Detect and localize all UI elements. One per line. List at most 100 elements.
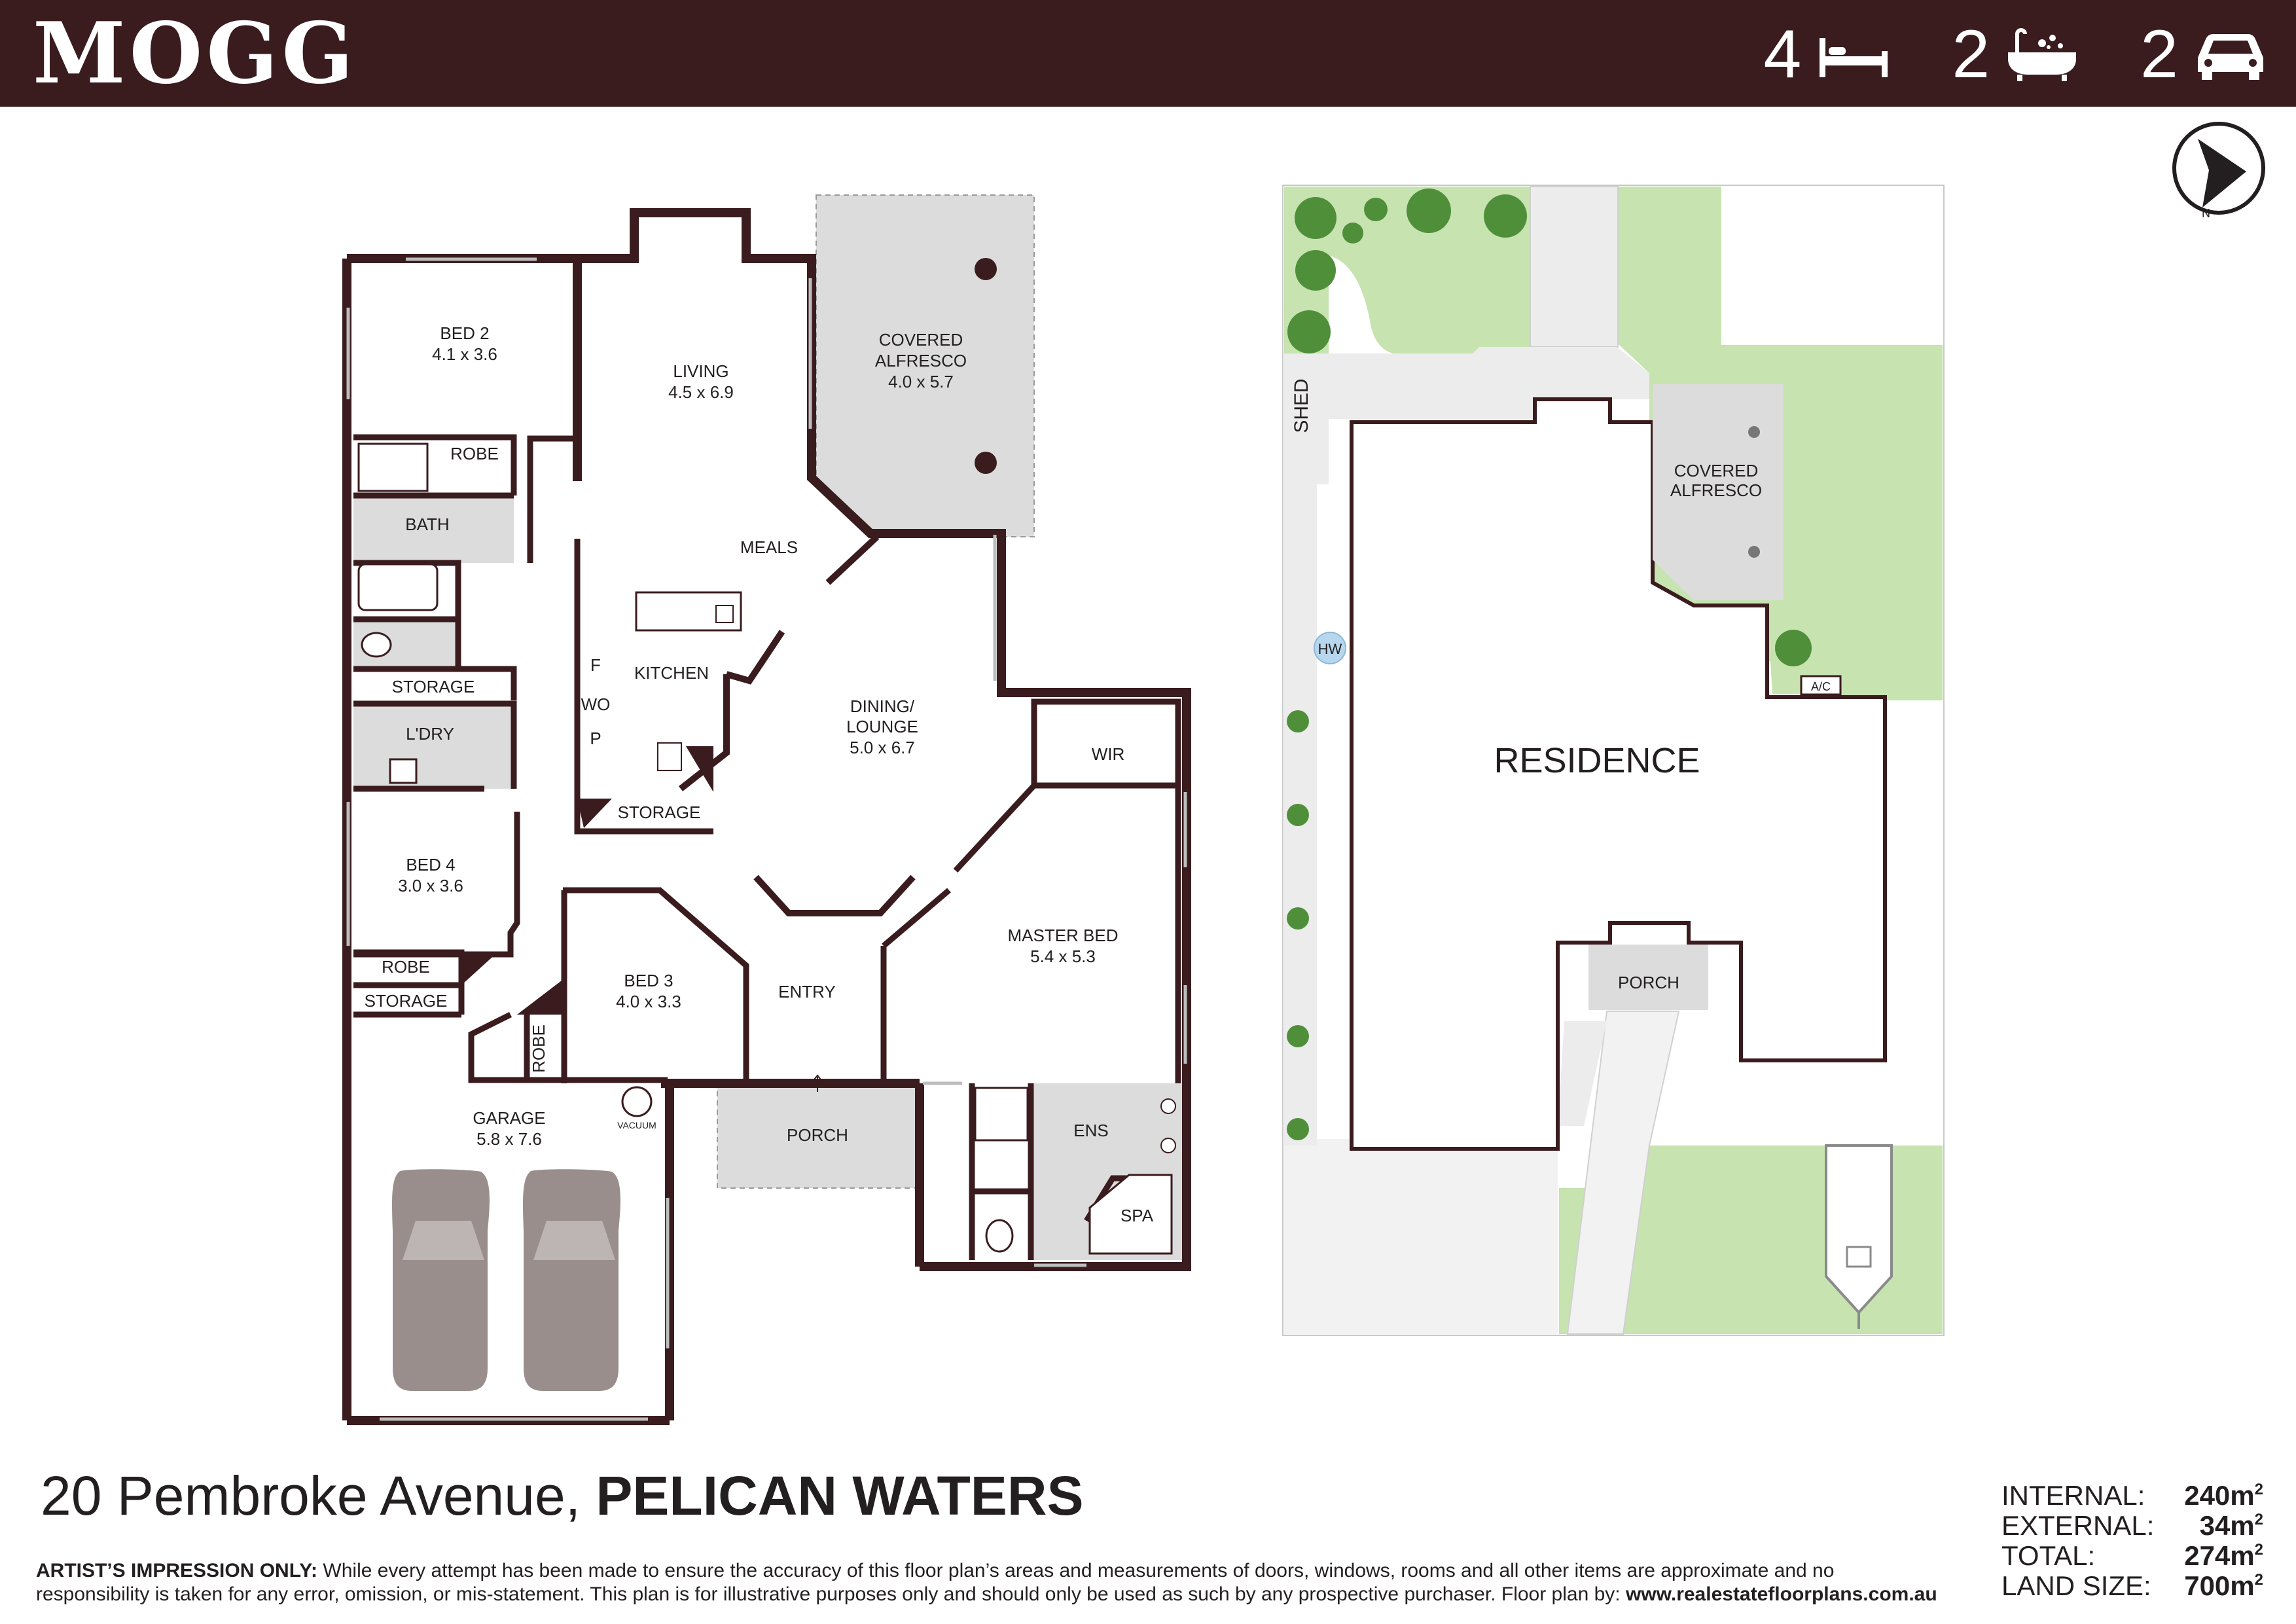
fridge-label: F: [590, 655, 601, 675]
dining-label-top: DINING/: [850, 696, 915, 716]
side-path: [1284, 347, 1649, 1139]
floor-and-site-plan: BED 2 4.1 x 3.6 LIVING 4.5 x 6.9 COVERED…: [342, 122, 2265, 1425]
header-bar: MOGG 4 2 2: [0, 0, 2296, 107]
vacuum-label: VACUUM: [617, 1120, 656, 1130]
alfresco-label-bottom: ALFRESCO: [875, 351, 967, 370]
dining-label-bottom: LOUNGE: [846, 717, 918, 736]
laundry-label: L'DRY: [406, 724, 454, 744]
basin-icon: [1160, 1098, 1176, 1114]
basin-icon: [1160, 1138, 1176, 1153]
compass-north-icon: N: [2172, 122, 2265, 220]
bathtub-icon: [2008, 28, 2077, 81]
car-icon: [392, 1169, 490, 1391]
area-value: 700m2: [2184, 1570, 2263, 1601]
robe-label: ROBE: [382, 957, 430, 977]
living-label: LIVING: [673, 361, 728, 381]
hot-water-label: HW: [1318, 641, 1342, 657]
boat-icon: [1825, 1144, 1893, 1314]
ens-toilet-icon: [985, 1219, 1014, 1253]
kitchen-corner: [686, 746, 713, 792]
robe-label: ROBE: [450, 444, 499, 463]
wall-oven-label: WO: [581, 695, 611, 714]
meals-wall: [825, 534, 880, 585]
car-icon: [2198, 34, 2263, 80]
garden-bed: [1558, 1021, 1607, 1126]
dining-size: 5.0 x 6.7: [850, 738, 915, 757]
area-label: EXTERNAL:: [2001, 1510, 2155, 1541]
storage-label: STORAGE: [618, 803, 701, 822]
internal-wall: [969, 1083, 1172, 1260]
bed3-label: BED 3: [624, 971, 673, 990]
vacuum-icon: [621, 1086, 653, 1117]
garage-size: 5.8 x 7.6: [476, 1129, 542, 1149]
alfresco-post: [1748, 426, 1760, 438]
hot-water-icon: [1314, 632, 1346, 664]
site-alfresco: [1653, 384, 1784, 600]
bathtub-fixture: [357, 563, 439, 611]
driveway: [1284, 1139, 1558, 1334]
bath-label: BATH: [405, 514, 449, 534]
ens-label: ENS: [1073, 1121, 1108, 1140]
meals-label: MEALS: [740, 537, 798, 557]
bed2-size: 4.1 x 3.6: [432, 344, 497, 364]
boat-seat: [1846, 1246, 1872, 1268]
sink-icon: [715, 605, 734, 623]
residence-label: RESIDENCE: [1494, 741, 1700, 780]
internal-wall: [353, 434, 517, 792]
storage-corner: [577, 799, 612, 828]
residence-outline: [1350, 397, 1887, 1151]
entry-label: ENTRY: [778, 982, 836, 1001]
pantry-label: P: [590, 729, 601, 748]
dining-wall: [753, 875, 916, 916]
area-value: 34m2: [2199, 1510, 2263, 1541]
kitchen-label: KITCHEN: [634, 663, 709, 683]
air-con-unit: [1800, 675, 1842, 696]
feature-summary: 4 2 2: [1763, 18, 2270, 90]
robe-label-vertical: ROBE: [529, 1024, 548, 1073]
bed3-robe-corner: [517, 979, 564, 1015]
floorplan-provider-link[interactable]: www.realestatefloorplans.com.au: [1625, 1583, 1937, 1605]
laundry-tub-icon: [389, 758, 418, 784]
shower-icon: [357, 442, 429, 492]
area-label: LAND SIZE:: [2001, 1570, 2151, 1601]
alfresco-post: [975, 452, 997, 474]
internal-wall: [953, 698, 1181, 1083]
alfresco-post: [975, 258, 997, 280]
car-windscreen: [533, 1221, 615, 1260]
car-space-count: 2: [2140, 16, 2178, 92]
street-address: 20 Pembroke Avenue,: [41, 1465, 581, 1526]
svg-text:N: N: [2202, 207, 2210, 220]
area-row-total: TOTAL: 274m2: [2001, 1541, 2263, 1571]
area-row-internal: INTERNAL: 240m2: [2001, 1481, 2263, 1511]
suburb-name: PELICAN WATERS: [596, 1465, 1084, 1526]
garage-cars: [392, 1169, 620, 1391]
area-row-land: LAND SIZE: 700m2: [2001, 1571, 2263, 1601]
disclaimer-lead: ARTIST’S IMPRESSION ONLY:: [36, 1560, 318, 1581]
bed4-label: BED 4: [406, 855, 455, 875]
storage-label: STORAGE: [365, 991, 448, 1011]
alfresco-post: [1748, 546, 1760, 558]
disclaimer-body: While every attempt has been made to ens…: [36, 1560, 1835, 1605]
neighbour-block: [1721, 187, 1943, 345]
pebble-path: [1530, 186, 1619, 348]
alfresco-size: 4.0 x 5.7: [888, 372, 954, 391]
alfresco-label-top: COVERED: [879, 330, 963, 350]
storage-label: STORAGE: [392, 677, 475, 696]
car-windscreen: [403, 1221, 484, 1260]
shrubs: [1287, 189, 1812, 1140]
living-size: 4.5 x 6.9: [668, 382, 734, 402]
shed-label: SHED: [1291, 378, 1312, 433]
bedroom-count: 4: [1763, 16, 1802, 92]
laundry-floor: [353, 704, 514, 789]
air-con-label: A/C: [1811, 680, 1831, 693]
floor-plan: BED 2 4.1 x 3.6 LIVING 4.5 x 6.9 COVERED…: [342, 194, 1191, 1425]
cooktop-icon: [657, 742, 682, 771]
spa-label: SPA: [1121, 1206, 1154, 1225]
site-plan: RESIDENCE SHED COVERED ALFRESCO HW A/C P…: [1282, 122, 2265, 1336]
bed4-corner: [461, 952, 497, 985]
spa-icon: [1088, 1174, 1173, 1255]
internal-wall: [353, 812, 520, 1018]
brand-logo: MOGG: [33, 5, 357, 103]
internal-wall: [468, 1011, 668, 1083]
ens-shower-icon: [974, 1087, 1029, 1142]
